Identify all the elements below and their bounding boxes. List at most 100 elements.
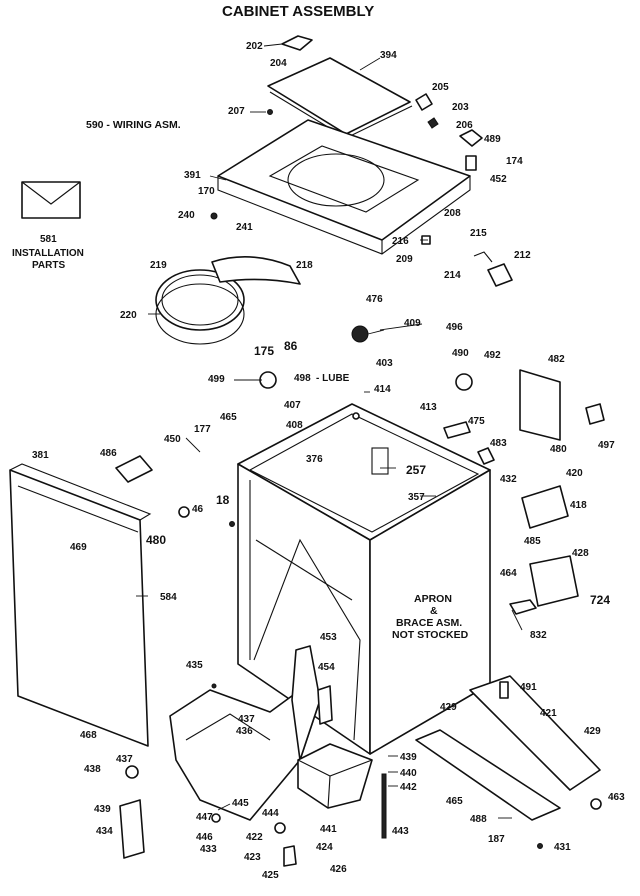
part-label: 475 <box>468 416 485 427</box>
apron-note-line1: APRON <box>414 593 452 605</box>
part-label: 476 <box>366 294 383 305</box>
small-parts <box>115 109 605 867</box>
lube-note: - LUBE <box>316 373 350 384</box>
part-label: 452 <box>490 174 507 185</box>
part-label: 407 <box>284 400 301 411</box>
part-label: 492 <box>484 350 501 361</box>
part-label: 465 <box>446 796 463 807</box>
part-label: 441 <box>320 824 337 835</box>
diagram-title: CABINET ASSEMBLY <box>222 3 374 20</box>
part-label: 464 <box>500 568 517 579</box>
part-label: 240 <box>178 210 195 221</box>
part-label: 469 <box>70 542 87 553</box>
part-label: 480 <box>550 444 567 455</box>
part-label: 414 <box>374 384 391 395</box>
part-label: 18 <box>216 493 230 507</box>
part-label: 432 <box>500 474 517 485</box>
part-label: 429 <box>440 702 457 713</box>
part-label: 202 <box>246 41 263 52</box>
part-label: 418 <box>570 500 587 511</box>
part-label: 257 <box>406 463 426 477</box>
part-label: 216 <box>392 236 409 247</box>
installation-note-line2: PARTS <box>32 260 65 271</box>
tub-cover-part <box>211 256 301 285</box>
hinge-part <box>281 35 313 51</box>
part-label: 381 <box>32 450 49 461</box>
part-label: 413 <box>420 402 437 413</box>
part-label: 450 <box>164 434 181 445</box>
part-label: 357 <box>408 492 425 503</box>
part-label: 440 <box>400 768 417 779</box>
part-label: 220 <box>120 310 137 321</box>
part-labels: 202 204 394 205 203 206 207 489 174 452 … <box>32 41 625 881</box>
rear-bracket-part <box>519 369 579 607</box>
part-label: 403 <box>376 358 393 369</box>
part-label: 468 <box>80 730 97 741</box>
part-label: 435 <box>186 660 203 671</box>
part-label: 425 <box>262 870 279 881</box>
part-label: 175 <box>254 344 274 358</box>
part-label: 436 <box>236 726 253 737</box>
leader-lines <box>136 43 523 819</box>
part-label: 408 <box>286 420 303 431</box>
part-label: 46 <box>192 504 204 515</box>
part-label: 203 <box>452 102 469 113</box>
part-label: 488 <box>470 814 487 825</box>
apron-note-line3: BRACE ASM. <box>396 617 462 629</box>
part-label: 496 <box>446 322 463 333</box>
part-label: 215 <box>470 228 487 239</box>
part-label: 482 <box>548 354 565 365</box>
part-label: 207 <box>228 106 245 117</box>
part-label: 453 <box>320 632 337 643</box>
part-label: 409 <box>404 318 421 329</box>
part-label: 724 <box>590 593 610 607</box>
wiring-note: 590 - WIRING ASM. <box>86 119 181 131</box>
part-label: 422 <box>246 832 263 843</box>
apron-note-line4: NOT STOCKED <box>392 629 469 641</box>
part-label: 423 <box>244 852 261 863</box>
part-label: 209 <box>396 254 413 265</box>
part-label: 480 <box>146 533 166 547</box>
cabinet-top-part <box>217 119 471 255</box>
part-label: 437 <box>116 754 133 765</box>
part-label: 439 <box>400 752 417 763</box>
part-label: 443 <box>392 826 409 837</box>
part-label: 424 <box>316 842 333 853</box>
part-label: 581 <box>40 234 57 245</box>
part-label: 437 <box>238 714 255 725</box>
part-label: 444 <box>262 808 279 819</box>
relay-box-part <box>297 743 373 809</box>
part-label: 208 <box>444 208 461 219</box>
installation-note-line1: INSTALLATION <box>12 248 84 259</box>
part-label: 391 <box>184 170 201 181</box>
apron-note-line2: & <box>430 605 438 617</box>
part-label: 497 <box>598 440 615 451</box>
tub-ring-part <box>155 269 245 345</box>
part-label: 433 <box>200 844 217 855</box>
part-label: 170 <box>198 186 215 197</box>
part-label: 446 <box>196 832 213 843</box>
part-label: 489 <box>484 134 501 145</box>
envelope-icon <box>21 181 81 219</box>
lid-switch-part <box>415 93 483 171</box>
part-label: 431 <box>554 842 571 853</box>
apron-bolt-part <box>381 773 387 839</box>
lid-part <box>267 57 413 139</box>
base-frame-part <box>169 645 321 821</box>
part-label: 498 <box>294 373 311 384</box>
part-label: 205 <box>432 82 449 93</box>
part-label: 438 <box>84 764 101 775</box>
part-label: 214 <box>444 270 461 281</box>
part-label: 483 <box>490 438 507 449</box>
part-label: 204 <box>270 58 287 69</box>
part-label: 420 <box>566 468 583 479</box>
part-label: 426 <box>330 864 347 875</box>
part-label: 394 <box>380 50 397 61</box>
part-label: 584 <box>160 592 177 603</box>
base-rail-part <box>415 675 601 821</box>
part-label: 187 <box>488 834 505 845</box>
part-label: 421 <box>540 708 557 719</box>
part-label: 463 <box>608 792 625 803</box>
part-label: 212 <box>514 250 531 261</box>
